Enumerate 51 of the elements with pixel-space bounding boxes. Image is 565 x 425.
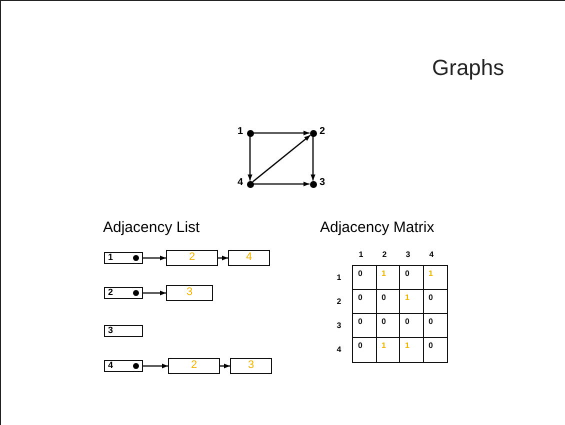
matrix-cell: 0 [422, 337, 448, 362]
slide-title: Graphs [432, 55, 504, 81]
matrix-cell: 1 [376, 337, 400, 362]
section-heading: Adjacency Matrix [320, 219, 434, 236]
list-node-box [228, 250, 270, 266]
column-header: 1 [358, 250, 364, 259]
vertex-dot [246, 130, 254, 136]
list-head-box [104, 287, 143, 299]
list-head-label: 4 [108, 360, 114, 371]
arrow [218, 256, 228, 260]
arrow [248, 136, 252, 180]
list-node-box [166, 250, 218, 266]
matrix-cell: 0 [352, 337, 377, 362]
list-node-value: 3 [246, 359, 256, 372]
list-head-label: 2 [108, 287, 114, 298]
arrow [310, 136, 316, 180]
list-node-value: 2 [190, 359, 198, 372]
vertex-label: 2 [320, 126, 326, 136]
vertex-dot [310, 180, 316, 188]
arrow [220, 364, 230, 368]
arrow [143, 364, 168, 368]
list-node-value: 2 [188, 251, 196, 264]
vertex-label: 1 [238, 126, 244, 136]
row-header: 1 [336, 273, 342, 282]
row-header: 2 [336, 297, 342, 306]
column-header: 2 [381, 250, 388, 259]
list-head-box [104, 325, 143, 337]
vertex-label: 3 [320, 176, 326, 188]
arrow [254, 182, 310, 186]
column-header: 4 [428, 250, 435, 259]
list-head-label: 3 [108, 325, 114, 336]
vertex-dot [246, 180, 254, 188]
list-node-value: 4 [244, 251, 254, 264]
list-head-label: 1 [108, 252, 114, 263]
list-node-box [168, 358, 220, 374]
matrix-cell: 1 [399, 337, 424, 362]
arrow [143, 256, 166, 260]
list-head-box [104, 360, 143, 372]
list-node-box [166, 285, 213, 301]
row-header: 4 [336, 345, 342, 354]
list-node-box [230, 358, 272, 374]
arrow [254, 130, 310, 136]
row-header: 3 [336, 321, 342, 330]
column-header: 3 [404, 250, 412, 259]
vertex-label: 4 [238, 176, 244, 188]
vertex-dot [310, 130, 316, 136]
arrow [252, 134, 311, 182]
list-head-box [104, 252, 143, 264]
section-heading: Adjacency List [103, 219, 200, 236]
list-node-value: 3 [185, 286, 194, 299]
arrow [143, 290, 166, 296]
